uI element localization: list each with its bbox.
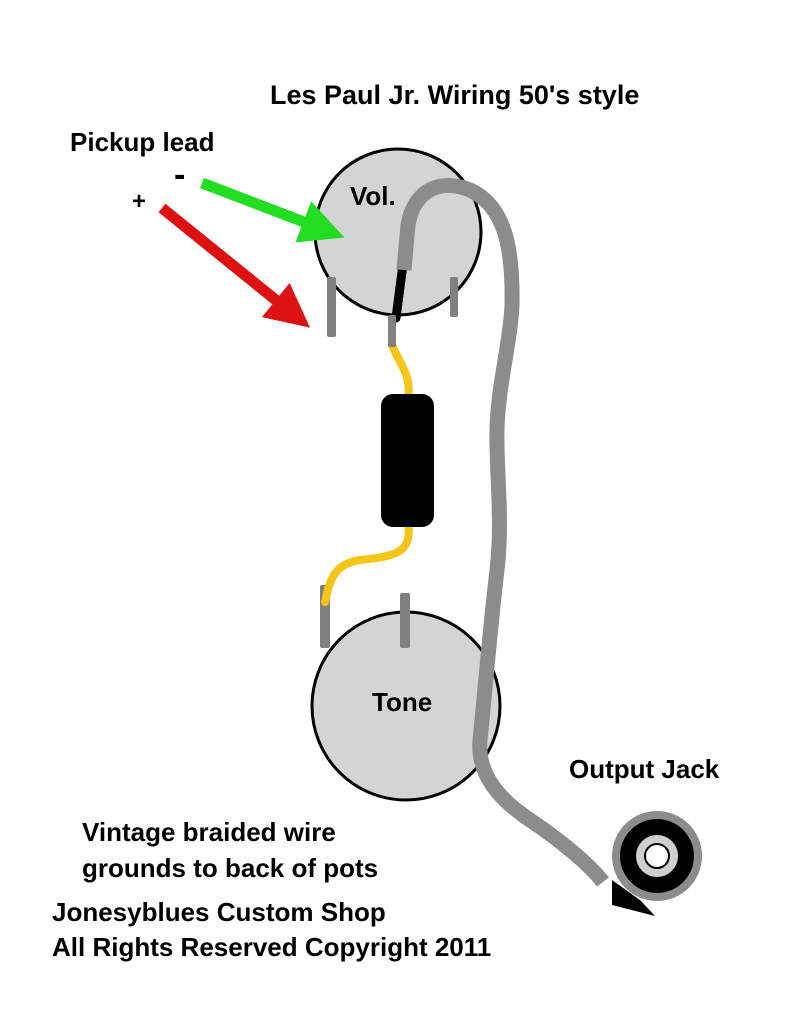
- pickup-minus-sign: -: [174, 156, 185, 194]
- output-jack-ground-tab: [612, 880, 655, 916]
- pickup-minus-arrow: [200, 177, 345, 243]
- credit-line-1: Jonesyblues Custom Shop: [52, 897, 386, 927]
- tone-pot-label: Tone: [372, 687, 432, 717]
- capacitor-lead-top: [388, 341, 413, 404]
- credit-line-2: All Rights Reserved Copyright 2011: [52, 932, 491, 962]
- hot-lead-tip: [388, 315, 396, 347]
- output-jack-hole: [644, 843, 670, 869]
- pickup-plus-arrow: [158, 203, 310, 328]
- pickup-plus-sign: +: [132, 188, 146, 215]
- braided-wire: [396, 178, 609, 887]
- hot-lead-black: [391, 259, 408, 323]
- output-jack: [612, 811, 702, 916]
- tone-lug-right: [400, 593, 410, 648]
- capacitor: [381, 394, 434, 527]
- ground-note-line-2: grounds to back of pots: [82, 853, 378, 883]
- volume-lug-left: [327, 277, 336, 337]
- pickup-lead-label: Pickup lead: [70, 127, 215, 157]
- tone-pot: Tone: [310, 585, 502, 802]
- volume-pot-label: Vol.: [350, 181, 396, 211]
- output-jack-label: Output Jack: [569, 754, 720, 784]
- volume-lug-right: [450, 277, 458, 317]
- diagram-title: Les Paul Jr. Wiring 50's style: [270, 80, 639, 110]
- capacitor-lead-bottom: [321, 516, 413, 606]
- ground-note-line-1: Vintage braided wire: [82, 817, 336, 847]
